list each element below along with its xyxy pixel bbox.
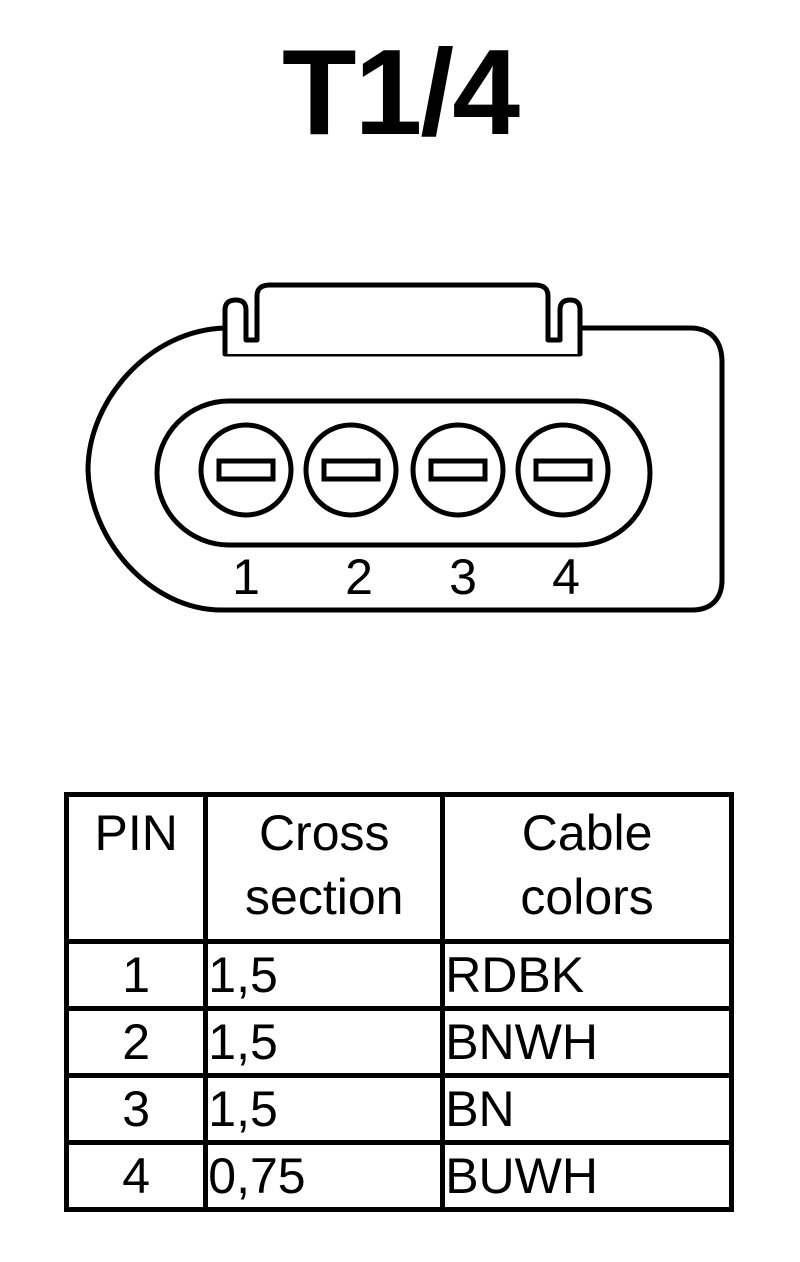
cell-cross-section: 0,75: [203, 1140, 446, 1212]
header-cross-section: Cross section: [203, 792, 446, 944]
cell-cross-section: 1,5: [203, 939, 446, 1011]
cell-cross-section: 1,5: [203, 1073, 446, 1145]
header-pin: PIN: [63, 792, 209, 944]
cell-cross-section: 1,5: [203, 1006, 446, 1078]
cell-cable-color: BNWH: [440, 1006, 734, 1078]
pin-1: [198, 422, 294, 518]
cell-pin: 2: [63, 1006, 209, 1078]
cell-pin: 3: [63, 1073, 209, 1145]
cell-cable-color: BN: [440, 1073, 734, 1145]
header-cable-colors-line2: colors: [520, 869, 654, 925]
connector-diagram: 1 2 3 4: [85, 282, 725, 613]
pin-cavity: [154, 398, 653, 548]
cell-pin: 4: [63, 1140, 209, 1212]
pin-3: [410, 422, 506, 518]
header-cable-colors: Cable colors: [440, 792, 734, 944]
cell-cable-color: BUWH: [440, 1140, 734, 1212]
connector-latch: [222, 282, 583, 354]
cell-cable-color: RDBK: [440, 939, 734, 1011]
pin-4: [515, 422, 611, 518]
header-cable-colors-line1: Cable: [521, 805, 653, 861]
table-row: 4 0,75 BUWH: [63, 1140, 734, 1212]
pin-number-2: 2: [345, 549, 373, 605]
pin-number-3: 3: [449, 549, 477, 605]
cell-pin: 1: [63, 939, 209, 1011]
connector-title: T1/4: [281, 24, 520, 160]
pin-number-1: 1: [232, 549, 260, 605]
header-pin-label: PIN: [94, 805, 178, 861]
table-row: 3 1,5 BN: [63, 1073, 734, 1145]
table-row: 1 1,5 RDBK: [63, 939, 734, 1011]
table-row: 2 1,5 BNWH: [63, 1006, 734, 1078]
pin-table-header: PIN Cross section Cable colors: [63, 792, 734, 944]
pin-table: PIN Cross section Cable colors 1 1,5 RDB…: [63, 792, 734, 1212]
header-cross-section-line1: Cross: [258, 805, 390, 861]
header-cross-section-line2: section: [245, 869, 404, 925]
pin-number-4: 4: [552, 549, 580, 605]
pin-2: [303, 422, 399, 518]
